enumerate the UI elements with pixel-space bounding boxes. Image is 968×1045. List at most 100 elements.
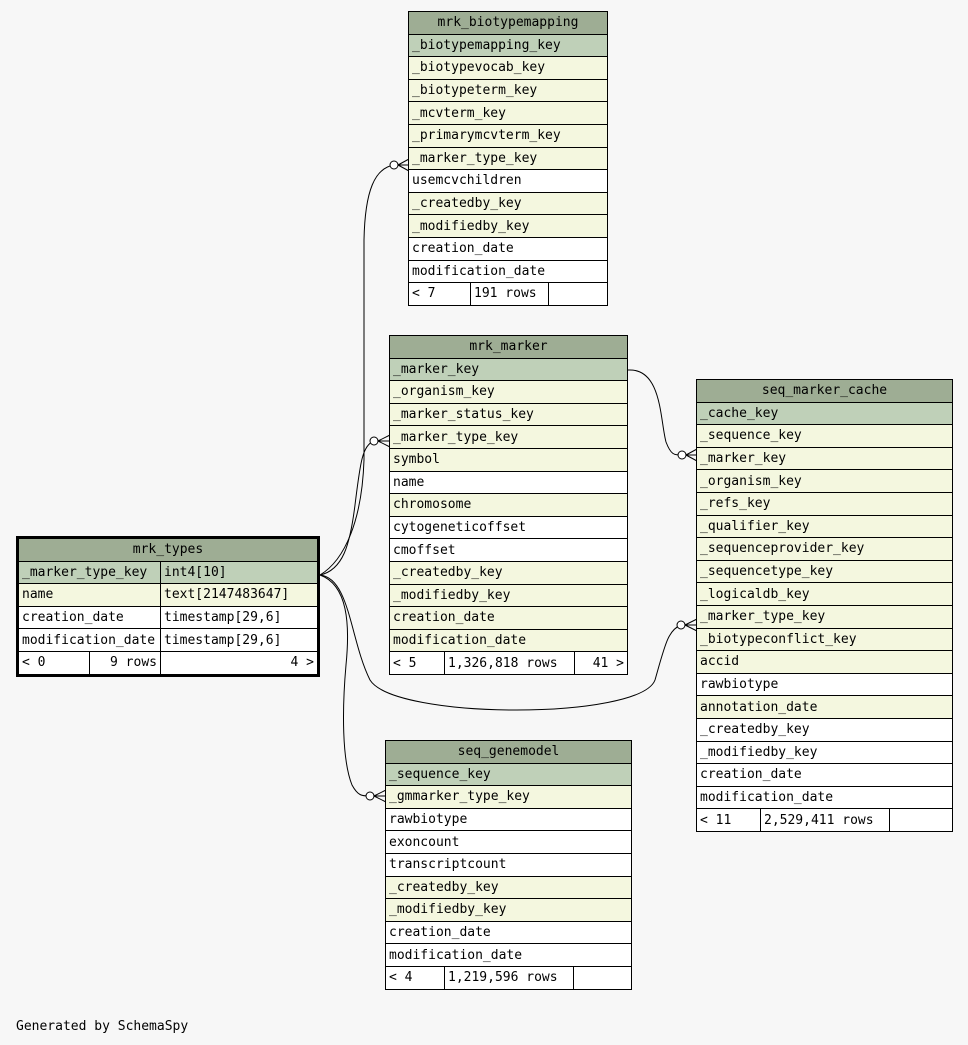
primary-key-column[interactable]: _sequence_key [385,762,632,787]
column-name[interactable]: name [17,583,161,607]
parents-count[interactable]: < 7 [408,282,471,306]
column-name[interactable]: _sequencetype_key [696,559,953,584]
column-name[interactable]: creation_date [385,920,632,945]
table-row[interactable]: _createdby_key [389,560,628,585]
table-row[interactable]: exoncount [385,830,632,854]
table-row[interactable]: _createdby_key [408,191,608,216]
column-name[interactable]: _marker_type_key [696,604,953,629]
table-row[interactable]: _modifiedby_key [389,583,628,608]
column-name[interactable]: rawbiotype [385,807,632,832]
table-row[interactable]: rawbiotype [696,672,953,697]
column-name[interactable]: accid [696,650,953,674]
table-mrk-biotypemapping[interactable]: mrk_biotypemapping _biotypemapping_key _… [408,11,608,306]
column-name[interactable]: _refs_key [696,491,953,516]
table-row[interactable]: rawbiotype [385,807,632,832]
column-name[interactable]: _gmmarker_type_key [385,785,632,809]
table-row[interactable]: cytogeneticoffset [389,515,628,540]
column-name[interactable]: _sequence_key [696,424,953,448]
table-row[interactable]: creation_date [408,236,608,261]
column-name[interactable]: exoncount [385,830,632,854]
column-name[interactable]: _marker_type_key [389,425,628,449]
table-row[interactable]: transcriptcount [385,852,632,877]
column-name[interactable]: _logicaldb_key [696,582,953,606]
column-name[interactable]: _primarymcvterm_key [408,123,608,148]
parents-count[interactable]: < 11 [696,808,761,832]
column-name[interactable]: _modifiedby_key [389,583,628,608]
table-row[interactable]: _logicaldb_key [696,582,953,606]
column-name[interactable]: rawbiotype [696,672,953,697]
column-name[interactable]: transcriptcount [385,852,632,877]
column-name[interactable]: modification_date [17,628,161,652]
table-row[interactable]: _sequenceprovider_key [696,537,953,561]
table-row[interactable]: creation_date [696,763,953,787]
column-name[interactable]: _marker_type_key [17,560,161,585]
column-name[interactable]: _qualifier_key [696,514,953,539]
table-row[interactable]: _qualifier_key [696,514,953,539]
parents-count[interactable]: < 5 [389,651,445,675]
column-name[interactable]: _createdby_key [696,717,953,742]
column-name[interactable]: modification_date [696,785,953,810]
table-row[interactable]: _mcvterm_key [408,101,608,125]
table-row[interactable]: _marker_status_key [389,402,628,427]
table-row[interactable]: _createdby_key [696,717,953,742]
table-title[interactable]: mrk_biotypemapping [408,11,608,35]
parents-count[interactable]: < 4 [385,965,445,990]
table-row[interactable]: _biotypeterm_key [408,78,608,103]
column-name[interactable]: creation_date [389,606,628,630]
column-name[interactable]: creation_date [17,605,161,630]
table-row[interactable]: creation_date [389,606,628,630]
table-title[interactable]: mrk_types [17,537,319,562]
table-row[interactable]: _modifiedby_key [385,898,632,922]
table-row[interactable]: _modifiedby_key [408,214,608,238]
children-count[interactable] [573,965,632,990]
parents-count[interactable]: < 0 [17,650,90,676]
table-row[interactable]: symbol [389,447,628,472]
column-name[interactable]: creation_date [408,236,608,261]
children-count[interactable]: 41 > [574,651,628,675]
table-row[interactable]: modification_date [408,259,608,284]
table-row[interactable]: _marker_type_key [389,425,628,449]
table-seq-marker-cache[interactable]: seq_marker_cache _cache_key _sequence_ke… [696,379,953,832]
column-name[interactable]: _biotypeconflict_key [696,627,953,652]
column-name[interactable]: usemcvchildren [408,169,608,193]
column-name[interactable]: name [389,470,628,495]
table-row[interactable]: modification_date [696,785,953,810]
children-count[interactable] [889,808,953,832]
table-row[interactable]: modification_date [389,628,628,653]
column-name[interactable]: modification_date [389,628,628,653]
table-row[interactable]: usemcvchildren [408,169,608,193]
column-name[interactable]: _marker_type_key [408,146,608,171]
table-row[interactable]: _createdby_key [385,875,632,900]
column-name[interactable]: _marker_key [696,446,953,471]
table-row[interactable]: cmoffset [389,538,628,562]
table-mrk-marker[interactable]: mrk_marker _marker_key _organism_key_mar… [389,335,628,675]
table-row[interactable]: annotation_date [696,695,953,719]
table-seq-genemodel[interactable]: seq_genemodel _sequence_key _gmmarker_ty… [385,740,632,990]
column-name[interactable]: _mcvterm_key [408,101,608,125]
table-row[interactable]: modification_date [385,943,632,967]
table-row[interactable]: _organism_key [389,380,628,404]
table-row[interactable]: accid [696,650,953,674]
table-row[interactable]: _biotypeconflict_key [696,627,953,652]
column-name[interactable]: creation_date [696,763,953,787]
primary-key-column[interactable]: _marker_key [389,357,628,382]
children-count[interactable] [548,282,608,306]
table-row[interactable]: _marker_type_key [408,146,608,171]
table-title[interactable]: mrk_marker [389,335,628,359]
column-name[interactable]: _organism_key [696,469,953,493]
table-row[interactable]: _primarymcvterm_key [408,123,608,148]
column-name[interactable]: _createdby_key [385,875,632,900]
column-name[interactable]: cmoffset [389,538,628,562]
column-name[interactable]: symbol [389,447,628,472]
column-name[interactable]: _organism_key [389,380,628,404]
primary-key-column[interactable]: _biotypemapping_key [408,33,608,58]
column-name[interactable]: _createdby_key [408,191,608,216]
column-name[interactable]: chromosome [389,493,628,517]
table-row[interactable]: _marker_key [696,446,953,471]
column-name[interactable]: _modifiedby_key [385,898,632,922]
table-row[interactable]: _sequencetype_key [696,559,953,584]
